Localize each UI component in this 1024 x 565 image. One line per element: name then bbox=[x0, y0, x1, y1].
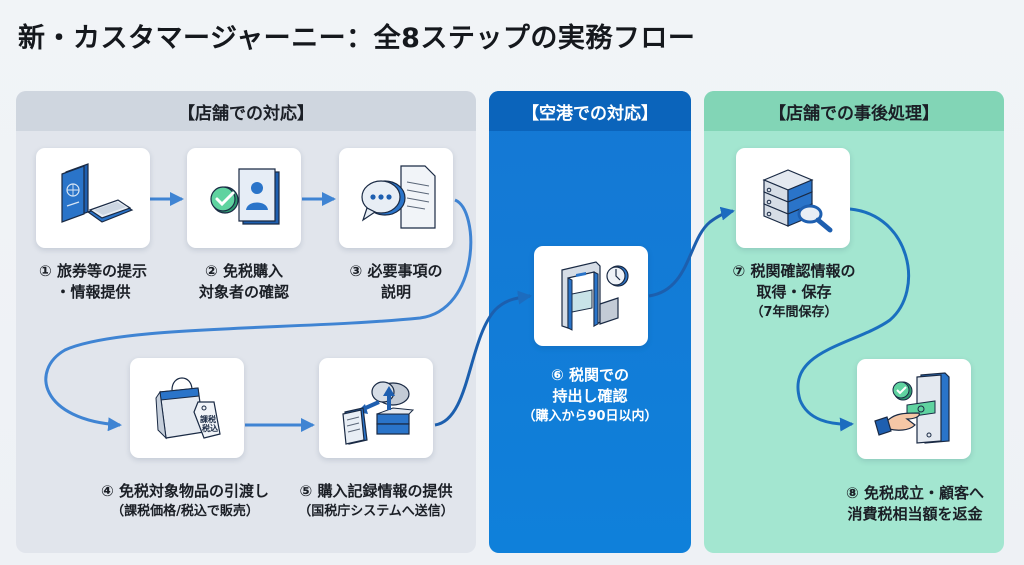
step-1-title-2: ・情報提供 bbox=[55, 283, 131, 301]
step-1-label: ① 旅券等の提示 ・情報提供 bbox=[30, 261, 156, 303]
server-magnifier-icon bbox=[762, 169, 833, 233]
step-8-title: ⑧ 免税成立・顧客へ bbox=[846, 484, 984, 502]
check-id-card-icon bbox=[210, 168, 280, 225]
step-8-label: ⑧ 免税成立・顧客へ 消費税相当額を返金 bbox=[815, 483, 1015, 525]
step-5-title: ⑤ 購入記録情報の提供 bbox=[299, 482, 453, 500]
step-3-title-2: 説明 bbox=[380, 283, 411, 301]
step-4-label: ④ 免税対象物品の引渡し （課税価格/税込で販売） bbox=[85, 481, 285, 521]
step-6-card bbox=[534, 246, 648, 346]
step-4-note: （課税価格/税込で販売） bbox=[111, 504, 259, 519]
step-2-label: ② 免税購入 対象者の確認 bbox=[181, 261, 307, 303]
step-1-title: ① 旅券等の提示 bbox=[39, 262, 147, 280]
document-cloud-server-icon bbox=[342, 381, 415, 445]
step-7-card bbox=[736, 148, 850, 248]
step-3-label: ③ 必要事項の 説明 bbox=[333, 261, 459, 303]
tag-text-2: 税込 bbox=[202, 423, 218, 433]
panel-header-airport: 【空港での対応】 bbox=[489, 91, 691, 131]
step-4-title: ④ 免税対象物品の引渡し bbox=[101, 482, 269, 500]
step-5-label: ⑤ 購入記録情報の提供 （国税庁システムへ送信） bbox=[276, 481, 476, 521]
passport-tablet-icon bbox=[61, 163, 134, 223]
shopping-bag-tag-icon: 課税 税込 bbox=[155, 377, 221, 440]
step-8-card bbox=[857, 359, 971, 459]
step-6-note: （購入から90日以内） bbox=[522, 409, 658, 424]
step-8-title-2: 消費税相当額を返金 bbox=[847, 505, 983, 523]
step-4-card: 課税 税込 bbox=[130, 358, 244, 458]
step-2-card bbox=[187, 148, 301, 248]
tag-text-1: 課税 bbox=[200, 414, 216, 424]
step-1-card bbox=[36, 148, 150, 248]
step-3-title: ③ 必要事項の bbox=[349, 262, 443, 280]
step-7-label: ⑦ 税関確認情報の 取得・保存 （7年間保存） bbox=[712, 261, 876, 322]
step-7-note: （7年間保存） bbox=[750, 305, 838, 320]
step-5-card bbox=[319, 358, 433, 458]
step-6-label: ⑥ 税関での 持出し確認 （購入から90日以内） bbox=[500, 365, 680, 426]
step-6-title: ⑥ 税関での bbox=[551, 366, 629, 384]
step-5-note: （国税庁システムへ送信） bbox=[298, 504, 454, 519]
panel-header-store: 【店舗での対応】 bbox=[16, 91, 476, 131]
panel-header-after: 【店舗での事後処理】 bbox=[704, 91, 1004, 131]
step-2-title-2: 対象者の確認 bbox=[198, 283, 289, 301]
speech-document-icon bbox=[361, 165, 436, 229]
refund-phone-hand-icon bbox=[874, 372, 950, 444]
step-7-title-2: 取得・保存 bbox=[756, 283, 832, 301]
page-title: 新・カスタマージャーニー：全8ステップの実務フロー bbox=[18, 23, 696, 54]
customs-gate-clock-icon bbox=[561, 261, 629, 331]
step-6-title-2: 持出し確認 bbox=[552, 387, 628, 405]
step-7-title: ⑦ 税関確認情報の bbox=[732, 262, 856, 280]
step-3-card bbox=[339, 148, 453, 248]
step-2-title: ② 免税購入 bbox=[205, 262, 283, 280]
